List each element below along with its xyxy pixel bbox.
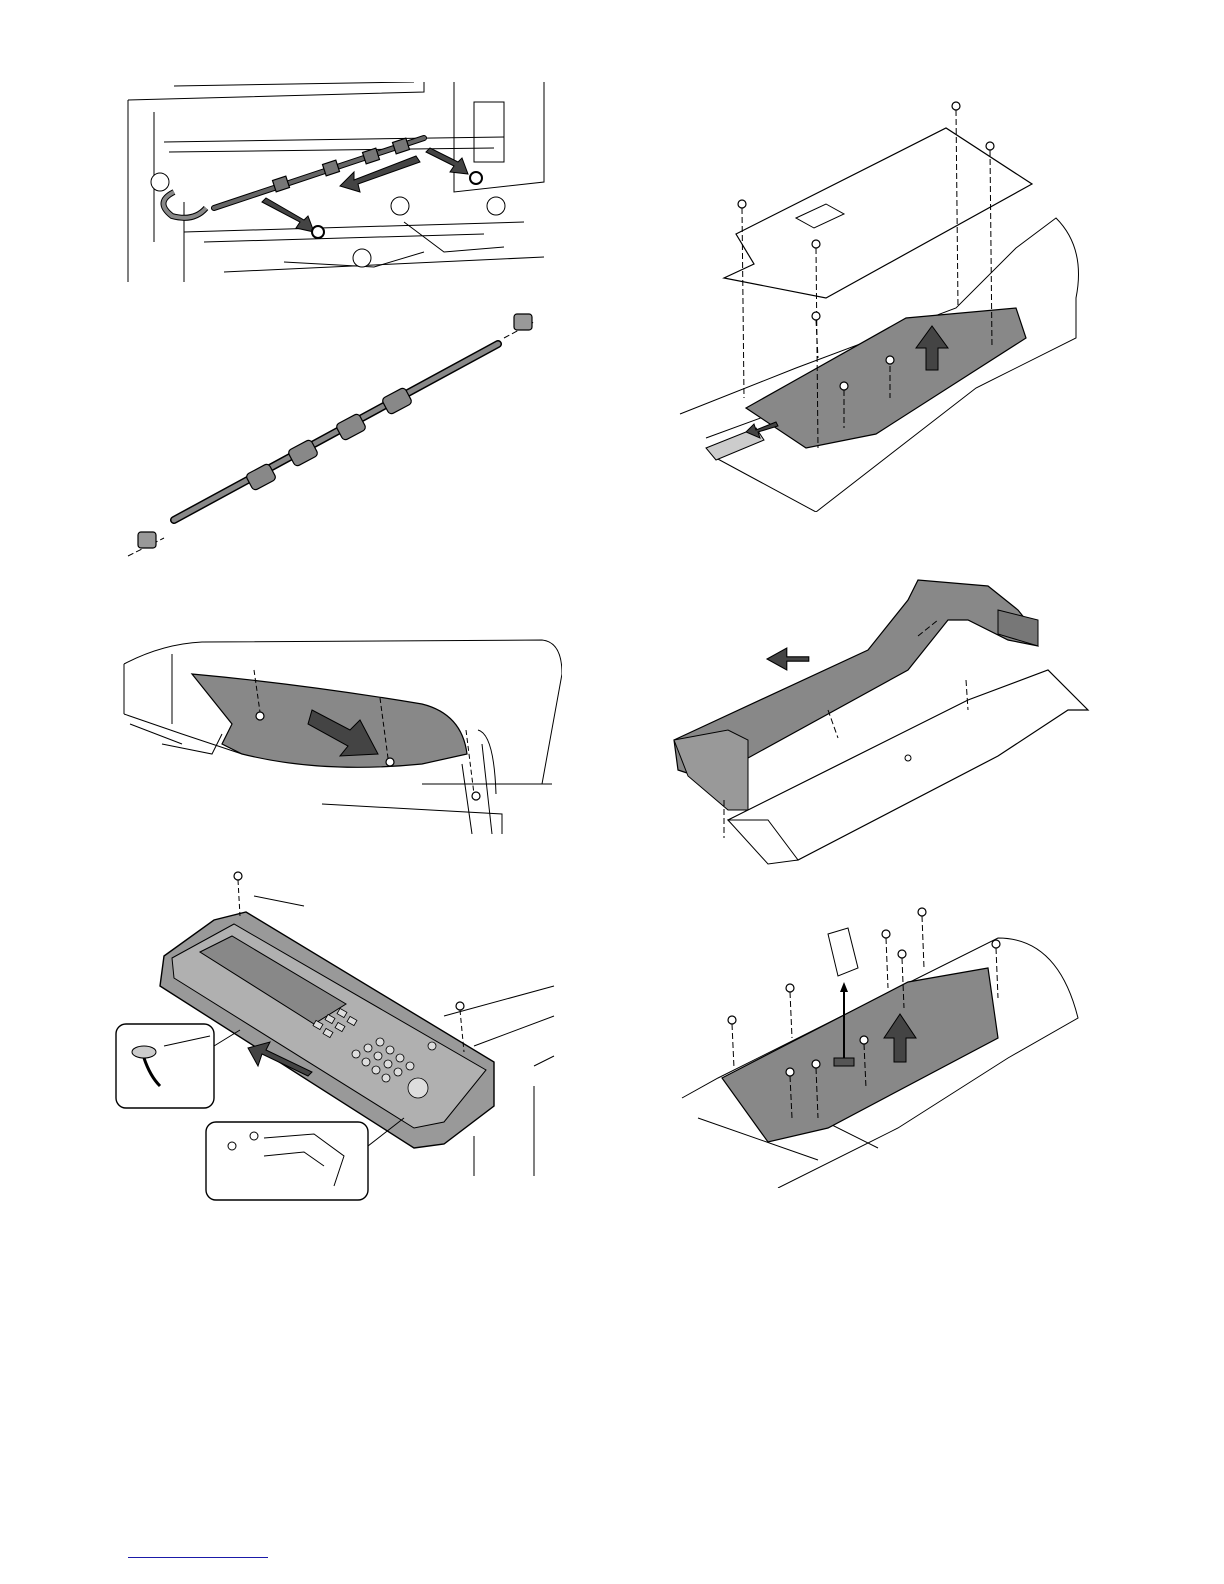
footer-rule bbox=[128, 1557, 268, 1558]
figure-cover-removal bbox=[122, 634, 562, 834]
figure-operation-panel bbox=[114, 866, 558, 1206]
figure-frame-separation bbox=[668, 560, 1094, 884]
figure-pwb-removal bbox=[678, 898, 1098, 1188]
figure-pwb-cover bbox=[676, 98, 1086, 512]
figure-roller-shaft bbox=[124, 308, 544, 564]
figure-roller-removal bbox=[124, 82, 554, 288]
